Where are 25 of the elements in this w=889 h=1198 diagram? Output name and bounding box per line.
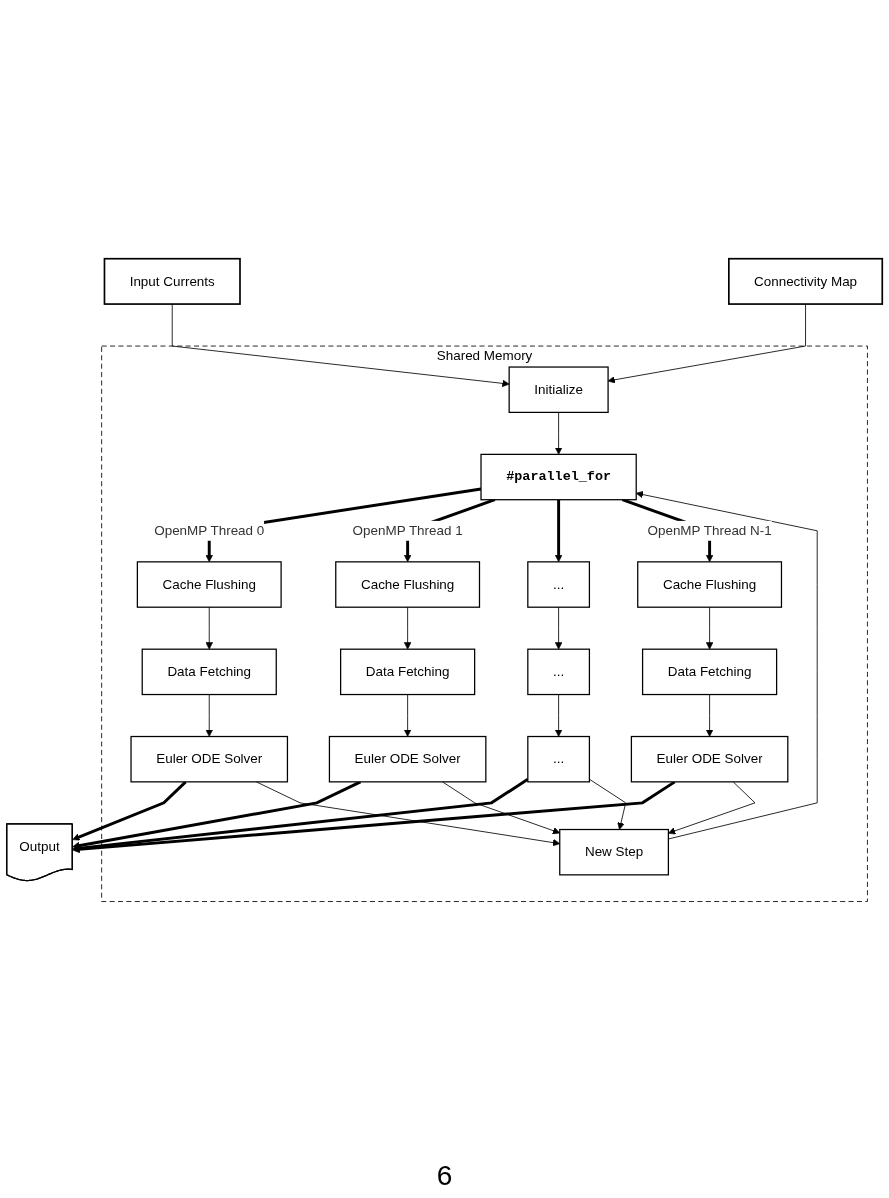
node-box: Data Fetching — [641, 648, 778, 696]
node-box: New Step — [559, 828, 669, 876]
node-box: Input Currents — [103, 257, 241, 305]
node-box: Euler ODE Solver — [130, 735, 289, 783]
node-box: ... — [527, 561, 591, 608]
arrow — [72, 780, 187, 841]
edge-label: OpenMP Thread N-1 — [647, 523, 772, 538]
node-box: Cache Flushing — [637, 561, 783, 608]
node-box: Euler ODE Solver — [328, 735, 487, 783]
node-box: Connectivity Map — [728, 257, 884, 305]
node-box: #parallel_for — [480, 453, 637, 501]
edge-label: OpenMP Thread 0 — [154, 523, 265, 538]
edge-label: OpenMP Thread 1 — [352, 523, 463, 538]
node-box: Cache Flushing — [136, 561, 282, 608]
node-box: Cache Flushing — [335, 561, 481, 608]
node-box: Euler ODE Solver — [630, 735, 789, 783]
node-box: Initialize — [508, 366, 609, 413]
node-box: Data Fetching — [340, 648, 476, 696]
page-number: 6 — [435, 1160, 454, 1192]
node-box: Data Fetching — [141, 648, 277, 696]
arrow — [72, 780, 362, 850]
arrow — [554, 499, 563, 563]
node-box: ... — [527, 735, 591, 783]
arrow — [205, 487, 482, 563]
node-box: ... — [527, 648, 591, 696]
